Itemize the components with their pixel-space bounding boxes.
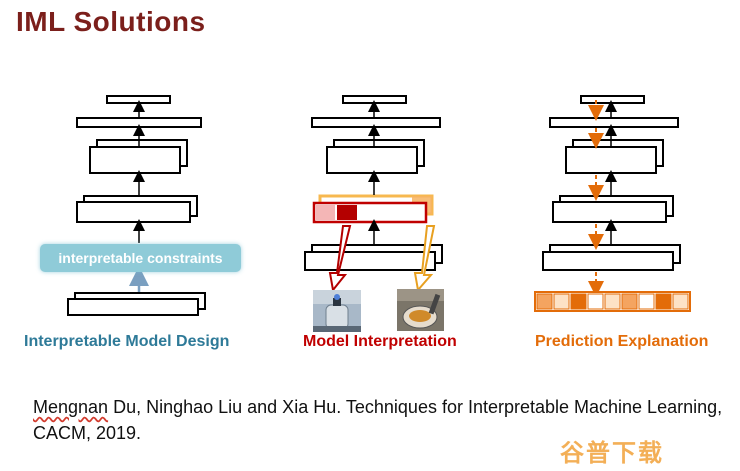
neuron-pink [316,205,335,220]
dense-layer-top [311,117,441,128]
layer-stack-front [76,201,191,223]
watermark-logo: 谷普下载 [560,439,664,467]
panel-model-design [67,95,206,316]
layer-stack-front [565,146,657,174]
bottle-photo [313,290,361,332]
attribution-cell [638,293,655,310]
reference-text: Du, Ninghao Liu and Xia Hu. Techniques f… [33,397,723,443]
attribution-cell [553,293,570,310]
panel-prediction-explanation [542,95,681,271]
attribution-cell [655,293,672,310]
concept-arrow-orange [413,225,436,293]
attribution-cell [621,293,638,310]
layer-stack-front [89,146,181,174]
highlighted-hidden-layer [312,194,434,224]
input-layer-front [304,251,436,271]
concept-arrow-red [328,225,352,293]
input-layer-front [542,251,674,271]
attribution-cell [570,293,587,310]
attribution-cell [604,293,621,310]
food-bowl-photo [397,289,444,331]
attribution-cell [672,293,689,310]
caption-model-design: Interpretable Model Design [24,333,230,350]
caption-prediction-explanation: Prediction Explanation [535,333,709,350]
reference-author-first: Mengnan [33,397,109,417]
input-layer-front [67,298,199,316]
layer-stack-front [326,146,418,174]
attribution-cell [536,293,553,310]
reference-citation: Mengnan Du, Ninghao Liu and Xia Hu. Tech… [33,394,723,446]
layer-stack-front [552,201,667,223]
neuron-dark-red [337,205,357,220]
output-layer [342,95,407,104]
attribution-cell [587,293,604,310]
dense-layer-top [549,117,679,128]
slide-title: IML Solutions [16,6,206,37]
output-layer [106,95,171,104]
dense-layer-top [76,117,202,128]
interpretable-constraints-box: interpretable constraints [40,244,241,272]
input-attribution-heatmap [534,291,691,312]
caption-model-interpretation: Model Interpretation [303,333,457,350]
output-layer [580,95,645,104]
